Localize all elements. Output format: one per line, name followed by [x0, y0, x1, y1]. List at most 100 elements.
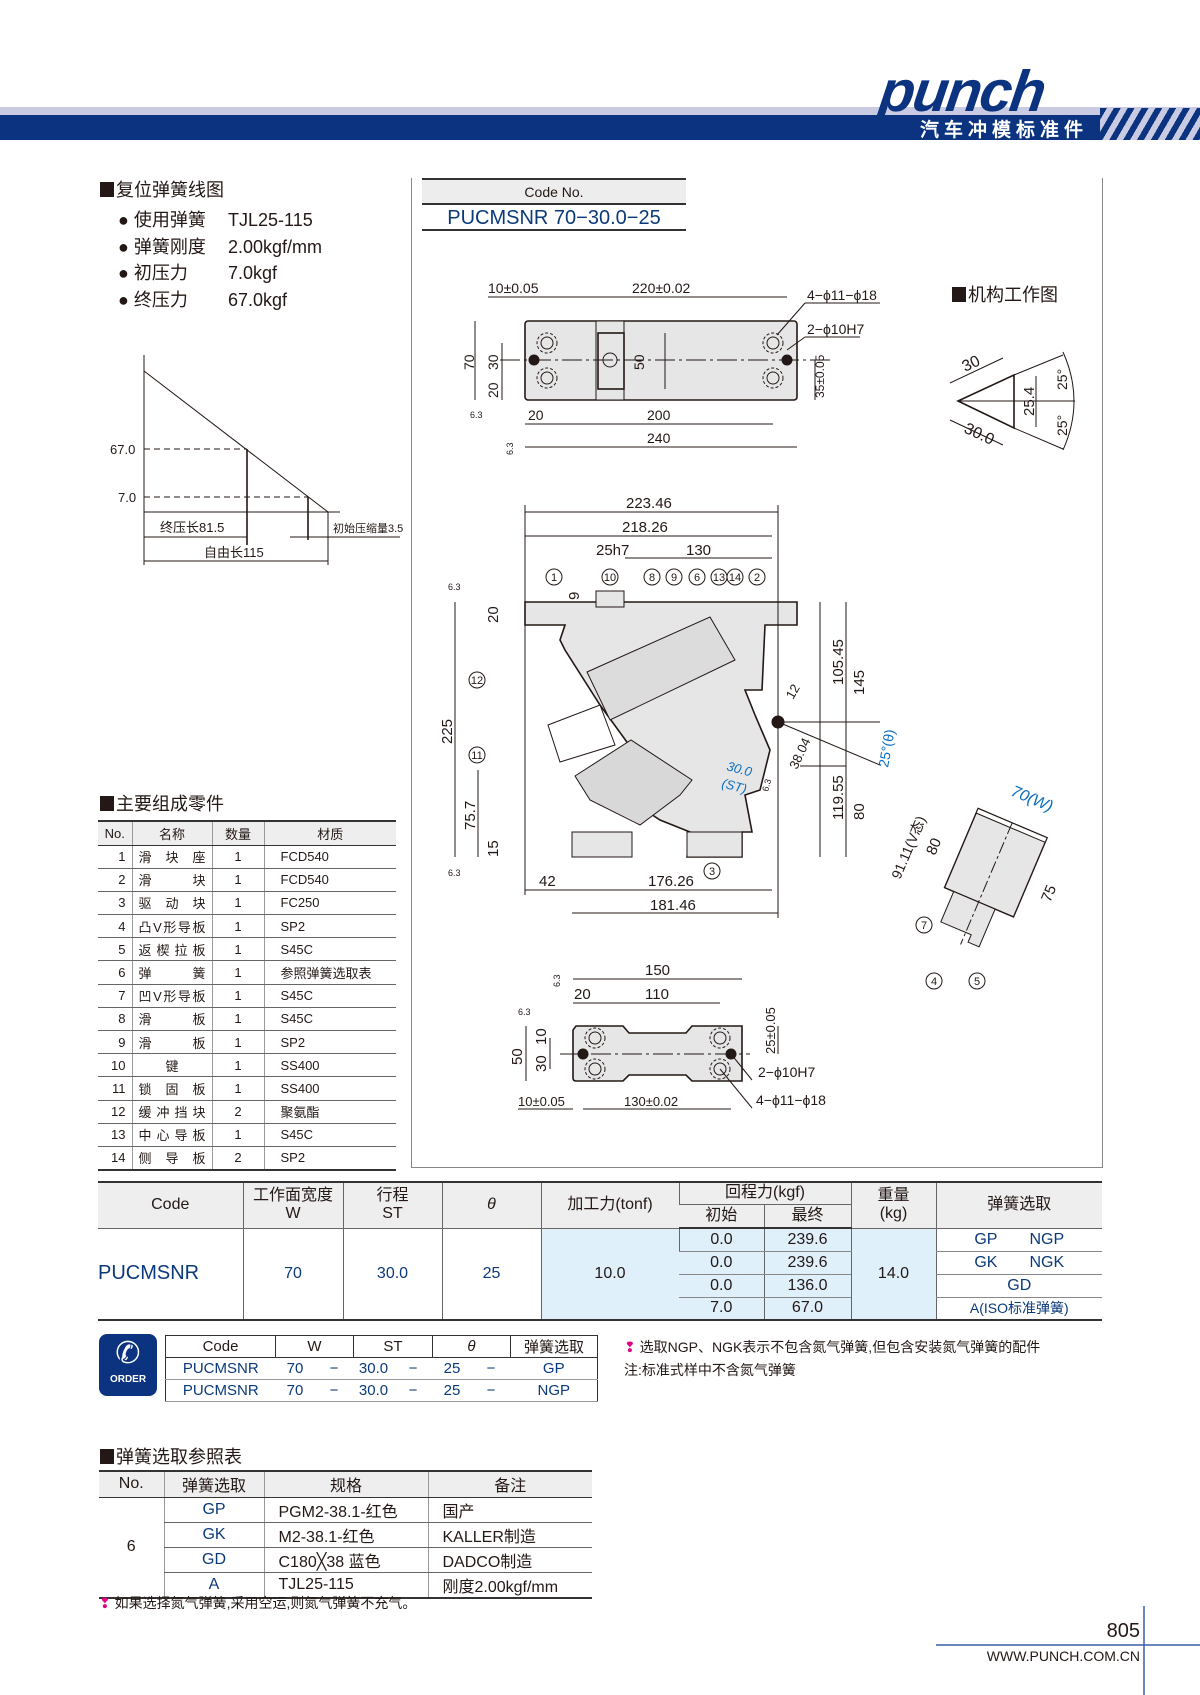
part-no: 1: [98, 845, 132, 869]
v-guide-plate: [940, 890, 996, 948]
cell-spring-gk[interactable]: GK NGK: [935, 1251, 1102, 1275]
spring-option[interactable]: NGK: [1029, 1253, 1065, 1271]
part-no: 13: [98, 1123, 132, 1147]
part-name: 锁固板: [131, 1076, 212, 1101]
spring-option[interactable]: NGP: [1029, 1230, 1065, 1248]
ref-spring-code: GD: [163, 1547, 264, 1573]
note-text: 选取NGP、NGK表示不包含氮气弹簧,但包含安装氮气弹簧的配件: [639, 1339, 1041, 1355]
spring-ref-title: 弹簧选取参照表: [100, 1443, 242, 1469]
callouts: [468, 568, 766, 880]
cell-theta: 25: [441, 1228, 541, 1321]
dim-130: 130: [686, 542, 711, 559]
part-material: SP2: [263, 1146, 396, 1171]
callout-3: 3: [709, 866, 715, 878]
cell-st: 30.0: [342, 1228, 442, 1321]
initial-compression-label: 初始压缩量3.5: [333, 521, 403, 535]
note-text: 如果选择氮气弹簧,采用空运,则氮气弹簧不充气。: [114, 1595, 417, 1611]
ref-spec: M2-38.1-红色: [263, 1522, 428, 1548]
order-cell: NGP: [510, 1379, 598, 1402]
roughness-mark: 6.3: [552, 974, 562, 987]
dim-75-7: 75.7: [462, 801, 479, 830]
part-name: 键: [131, 1053, 212, 1078]
roughness-mark: 6.3: [518, 1007, 531, 1017]
roughness-mark: 6.3: [505, 442, 515, 455]
dim-145: 145: [851, 670, 868, 695]
order-cell: 25: [432, 1357, 472, 1380]
order-hdr-theta: θ: [432, 1335, 511, 1358]
hdr-code: Code: [98, 1181, 243, 1229]
part-material: 聚氨酯: [263, 1100, 396, 1124]
ref-spring-code: GK: [163, 1522, 264, 1548]
part-material: 参照弹簧选取表: [263, 960, 396, 985]
dim-25: 25±0.05: [763, 1007, 778, 1054]
part-qty: 1: [211, 1007, 264, 1032]
header-stripes: [1100, 108, 1200, 140]
order-note-nitrogen: ❢ 选取NGP、NGK表示不包含氮气弹簧,但包含安装氮气弹簧的配件: [624, 1337, 1040, 1357]
phone-glyph: ✆: [115, 1337, 141, 1370]
dim-176: 176.26: [648, 873, 694, 890]
part-qty: 2: [211, 1146, 264, 1171]
mechanism-title: 机构工作图: [952, 281, 1058, 307]
warning-icon: ❢: [624, 1339, 636, 1355]
cell-spring-gp[interactable]: GP NGP: [935, 1228, 1102, 1252]
callout-12: 12: [471, 675, 483, 687]
spec-value: 67.0kgf: [228, 289, 288, 310]
order-cell: −: [393, 1379, 433, 1402]
order-cell: 30.0: [353, 1379, 394, 1402]
lock-plate: [547, 704, 616, 763]
dim-50: 50: [509, 1048, 526, 1065]
part-material: SP2: [263, 1030, 396, 1055]
cell-force: 10.0: [540, 1228, 679, 1321]
part-material: SS400: [263, 1076, 396, 1101]
hdr-theta: θ: [441, 1181, 541, 1229]
col-qty: 数量: [211, 820, 264, 846]
ref-remark: KALLER制造: [427, 1522, 592, 1548]
callout-8: 8: [649, 572, 655, 584]
code-no-value: PUCMSNR 70−30.0−25: [422, 205, 686, 231]
part-material: S45C: [263, 984, 396, 1008]
callout-7: 7: [921, 920, 927, 932]
base-foot-right: [686, 831, 743, 858]
cell-spring-gd[interactable]: GD: [935, 1274, 1102, 1298]
cell-code: PUCMSNR: [98, 1228, 243, 1321]
hdr-stroke-label: 行程: [376, 1187, 409, 1205]
spec-label-text: 弹簧刚度: [133, 236, 206, 257]
order-label: ORDER: [109, 1374, 147, 1385]
order-note-standard: 注:标准式样中不含氮气弹簧: [624, 1362, 796, 1378]
part-name: 缓冲挡块: [131, 1100, 212, 1124]
label-dowel-holes: 2−ϕ10H7: [807, 321, 864, 337]
top-plate-drawing: [474, 296, 880, 448]
part-no: 7: [98, 984, 132, 1008]
part-qty: 1: [211, 1030, 264, 1055]
part-qty: 1: [211, 1076, 264, 1101]
spring-option[interactable]: GP: [974, 1230, 998, 1248]
hdr-initial: 初始: [679, 1204, 764, 1229]
cell-return-initial: 7.0: [679, 1297, 764, 1321]
free-length-label: 自由长115: [204, 545, 264, 560]
mech-base: 30.0: [961, 420, 996, 449]
spec-label: ● 终压力: [118, 289, 188, 310]
mech-angle-top: 25°: [1054, 369, 1070, 390]
cell-return-final: 136.0: [763, 1274, 851, 1298]
part-no: 10: [98, 1053, 132, 1078]
mech-height: 25.4: [1021, 387, 1038, 416]
dim-12: 12: [783, 681, 803, 701]
dim-width-w: 70(W): [1008, 783, 1055, 816]
spring-option[interactable]: GK: [974, 1253, 998, 1271]
part-qty: 1: [211, 960, 264, 985]
key: [595, 590, 625, 608]
cell-spring-a[interactable]: A(ISO标准弹簧): [935, 1297, 1102, 1321]
roughness-mark: 6.3: [448, 868, 461, 878]
dim-10: 10±0.05: [488, 280, 539, 296]
cell-return-final: 239.6: [763, 1251, 851, 1275]
label-bolt-holes: 4−ϕ11−ϕ18: [807, 287, 877, 303]
dowel-pin: [528, 354, 540, 366]
part-no: 14: [98, 1146, 132, 1171]
